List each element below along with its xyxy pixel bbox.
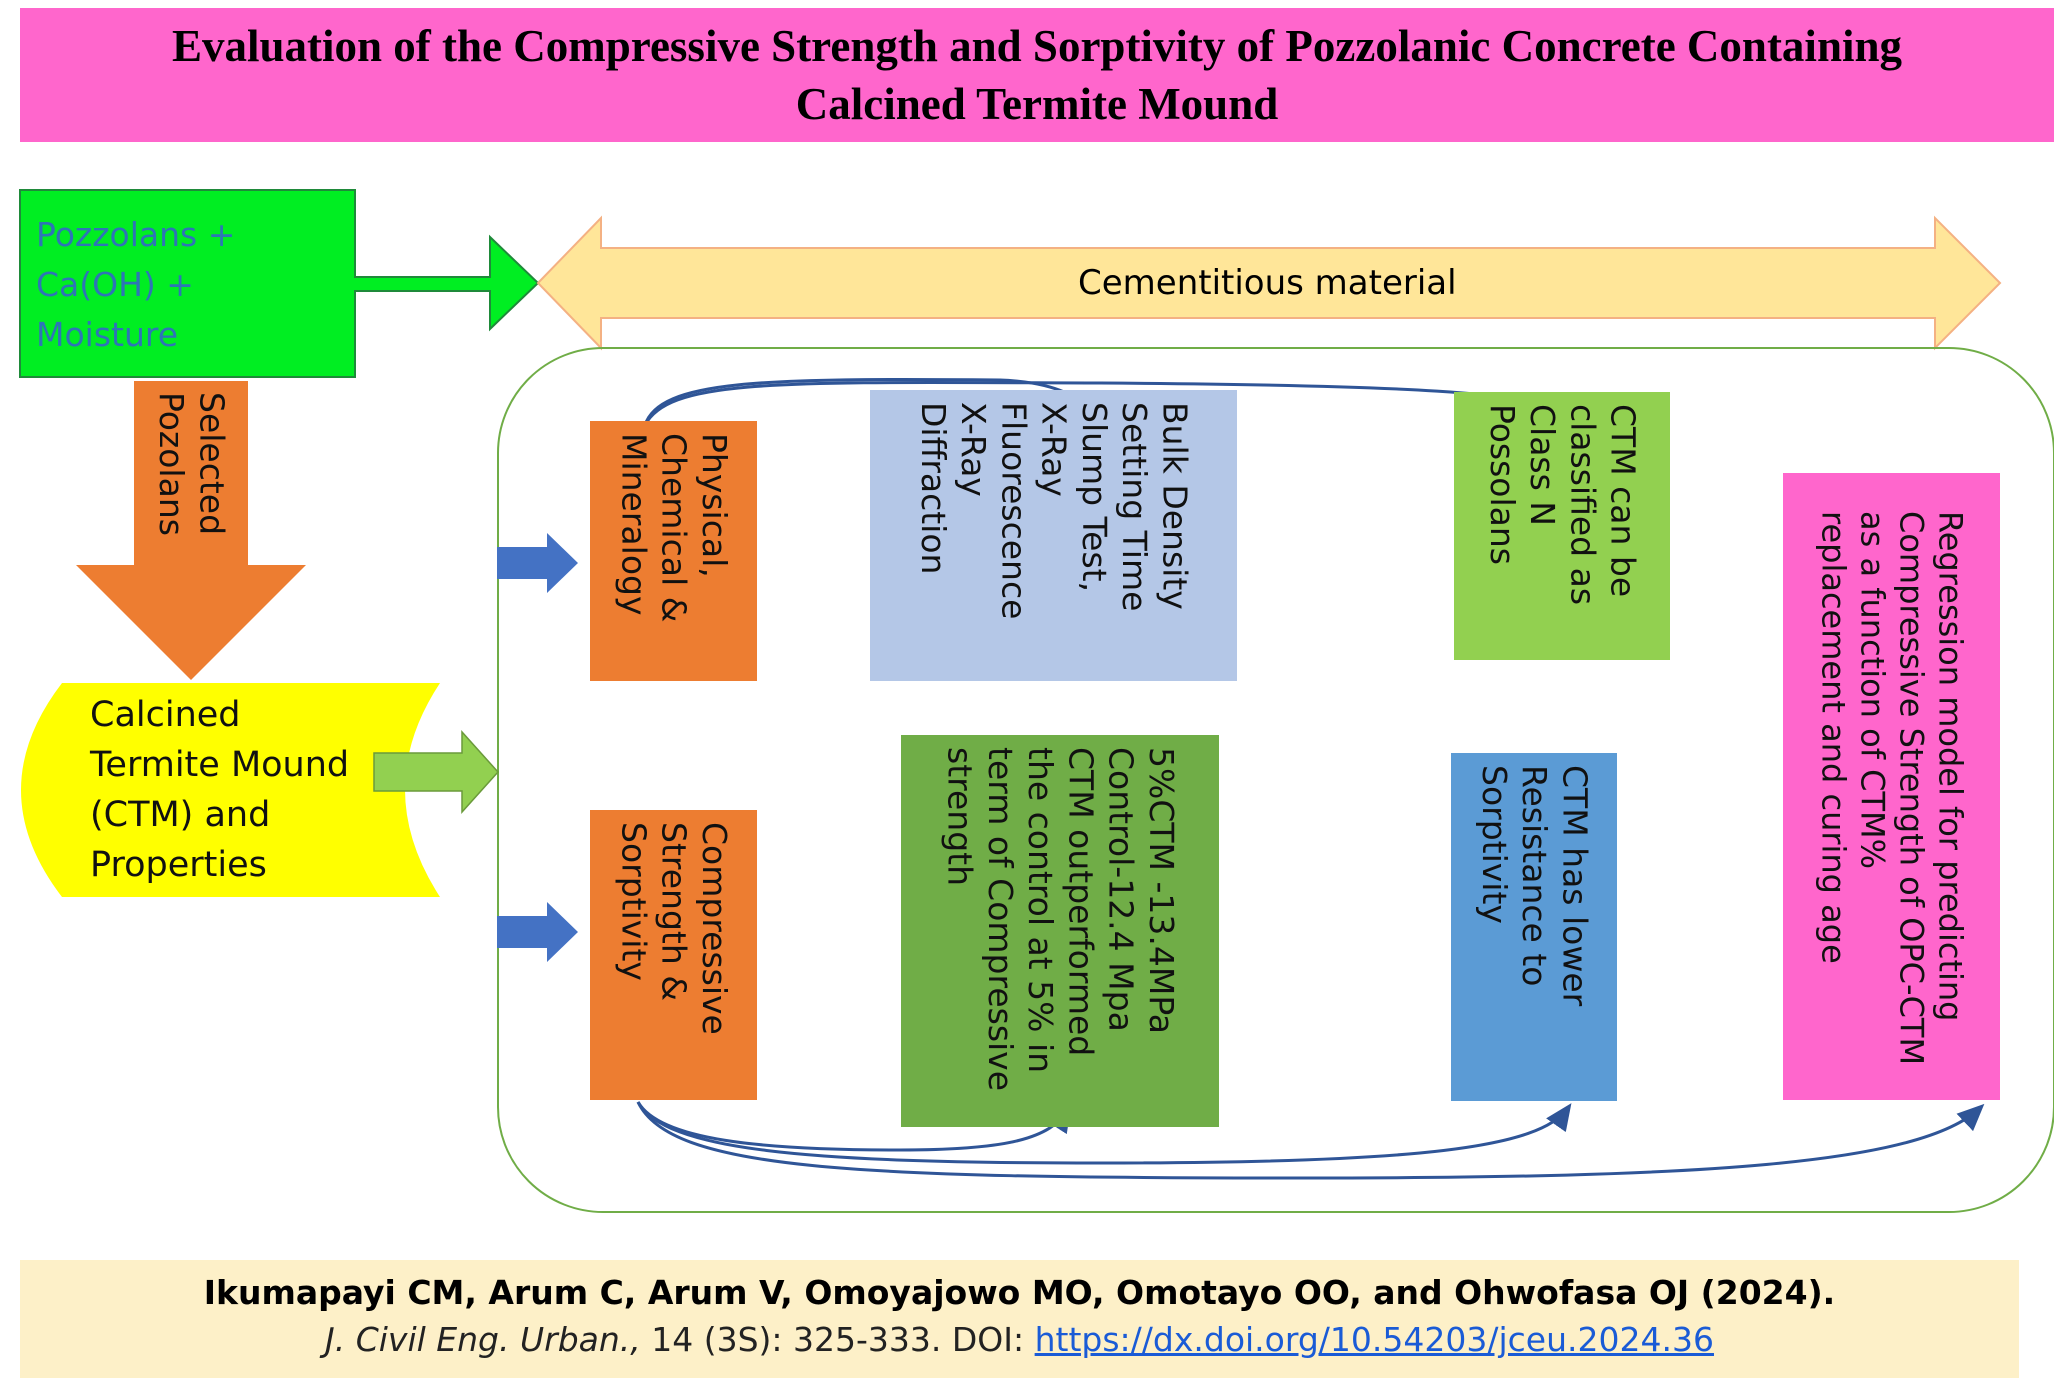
ctm-text: Calcined Termite Mound (CTM) and Propert… (90, 695, 350, 885)
citation-footer: Ikumapayi CM, Arum C, Arum V, Omoyajowo … (20, 1260, 2019, 1378)
results-box: 5%CTM -13.4MPa Control-12.4 Mpa CTM outp… (901, 735, 1219, 1127)
physical-chemical-box: Physical, Chemical & Mineralogy (590, 421, 757, 681)
blue-arrow-top (497, 533, 578, 593)
pozzolans-text: Pozzolans + Ca(OH) + Moisture (36, 215, 236, 354)
citation-authors: Ikumapayi CM, Arum C, Arum V, Omoyajowo … (203, 1273, 1836, 1312)
selected-pozzolans-label: Selected Pozolans (152, 392, 232, 536)
connector-compressive-to-regression (636, 1101, 1985, 1180)
connector-compressive-to-sorptivity (636, 1101, 1572, 1165)
blue-arrow-bottom (497, 902, 578, 962)
doi-link[interactable]: https://dx.doi.org/10.54203/jceu.2024.36 (1034, 1320, 1714, 1359)
tests-box: Bulk Density Setting Time Slump Test, X-… (870, 390, 1237, 681)
process-container (497, 347, 2054, 1213)
citation-volume: 14 (3S): 325-333. DOI: (640, 1320, 1035, 1359)
ctm-shape (21, 683, 440, 897)
compressive-sorptivity-box: Compressive Strength & Sorptivity (590, 810, 757, 1100)
citation-journal-line: J. Civil Eng. Urban., 14 (3S): 325-333. … (20, 1320, 2019, 1359)
cementitious-band (536, 215, 2002, 351)
selected-pozzolans-arrow (76, 381, 306, 680)
connector-compressive-to-results (636, 1101, 1072, 1152)
class-n-box: CTM can be classified as Class N Possola… (1454, 392, 1670, 660)
page-title: Evaluation of the Compressive Strength a… (172, 21, 1902, 129)
cementitious-label: Cementitious material (1078, 263, 1457, 303)
citation-journal-name: J. Civil Eng. Urban., (325, 1320, 641, 1359)
regression-box: Regression model for predicting Compress… (1783, 473, 2000, 1100)
ctm-right-arrow (373, 730, 500, 814)
sorptivity-box: CTM has lower Resistance to Sorptivity (1451, 753, 1617, 1101)
title-banner: Evaluation of the Compressive Strength a… (20, 8, 2054, 142)
pozzolans-arrow-shape (19, 189, 540, 378)
